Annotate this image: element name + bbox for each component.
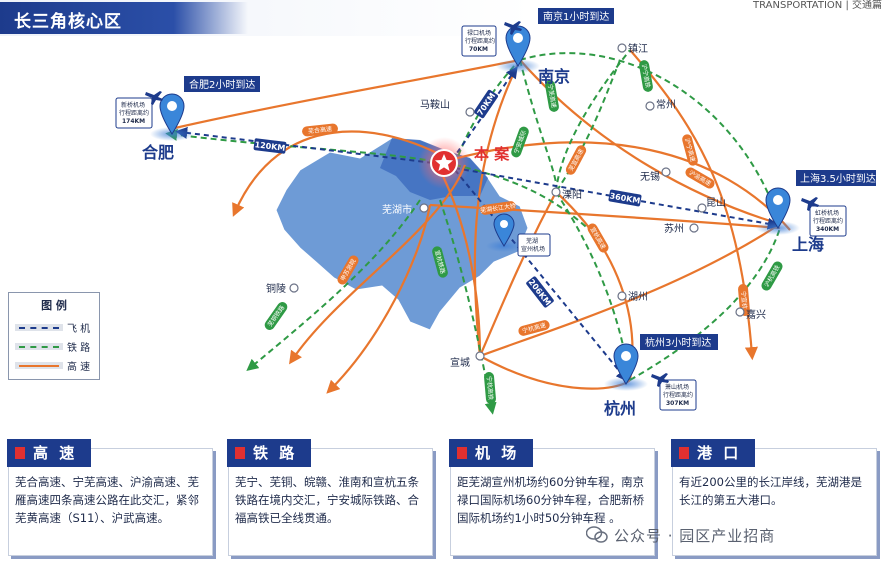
pin-hefei — [150, 93, 194, 141]
legend-item-road: 高 速 — [15, 357, 95, 373]
airport-box-hangzhou: 萧山机场 行程距离约 307KM — [659, 379, 697, 411]
callout-hefei: 合肥2小时到达 — [189, 78, 255, 91]
city-tongling: 铜陵 — [266, 283, 286, 295]
city-shanghai: 上海 — [792, 235, 824, 254]
svg-text:307KM: 307KM — [666, 400, 689, 407]
card-body: 芜合高速、宁芜高速、沪渝高速、芜雁高速四条高速公路在此交汇，紧邻芜黄高速（S11… — [15, 475, 199, 525]
svg-text:新桥机场: 新桥机场 — [121, 101, 145, 109]
svg-text:宁宣杭: 宁宣杭 — [739, 291, 749, 310]
svg-text:行程距离约: 行程距离约 — [813, 217, 843, 225]
city-liyang: 溧阳 — [562, 188, 582, 201]
svg-text:行程距离约: 行程距离约 — [663, 391, 693, 399]
legend-title: 图 例 — [41, 299, 67, 312]
svg-text:340KM: 340KM — [816, 226, 839, 233]
city-xuancheng: 宣城 — [450, 356, 470, 369]
airport-box-shanghai: 虹桥机场 行程距离约 340KM — [809, 205, 847, 237]
city-hangzhou: 杭州 — [604, 399, 636, 418]
callout-nanjing: 南京1小时到达 — [543, 10, 609, 23]
card-body: 有近200公里的长江岸线，芜湖港是长江的第五大港口。 — [679, 475, 862, 507]
legend-item-rail: 铁 路 — [15, 338, 95, 354]
svg-text:行程距离约: 行程距离约 — [465, 37, 495, 45]
pin-shanghai — [756, 187, 800, 235]
legend-item-air: 飞 机 — [15, 319, 95, 335]
plane-icon — [504, 21, 522, 35]
card-tag: 机 场 — [449, 439, 534, 467]
card-body: 距芜湖宣州机场约60分钟车程，南京禄口国际机场60分钟车程，合肥新桥国际机场约1… — [457, 475, 645, 525]
title-bar: 长三角核心区 — [0, 2, 248, 34]
airport-box-hefei: 新桥机场 行程距离约 174KM — [115, 97, 153, 129]
info-card-airport: 机 场 距芜湖宣州机场约60分钟车程，南京禄口国际机场60分钟车程，合肥新桥国际… — [449, 439, 655, 556]
watermark-text: 公众号 · 园区产业招商 — [614, 526, 776, 545]
svg-text:芜合高速: 芜合高速 — [308, 125, 333, 135]
svg-text:芜湖: 芜湖 — [526, 237, 538, 245]
pin-nanjing — [496, 25, 540, 73]
card-tag: 铁 路 — [227, 439, 312, 467]
card-body: 芜宁、芜铜、皖赣、淮南和宣杭五条铁路在境内交汇，宁安城际铁路、合福高铁已全线贯通… — [235, 475, 419, 525]
watermark: 公众号 · 园区产业招商 — [586, 522, 775, 548]
project-marker — [418, 137, 470, 189]
callout-shanghai: 上海3.5小时到达 — [800, 172, 876, 185]
plane-icon — [145, 91, 163, 105]
card-tag: 港 口 — [671, 439, 756, 467]
plane-icon — [651, 373, 669, 387]
city-jiaxing: 嘉兴 — [746, 308, 766, 321]
city-suzhou: 苏州 — [664, 222, 684, 235]
svg-text:宁安城际: 宁安城际 — [512, 129, 528, 154]
card-tag: 高 速 — [7, 439, 92, 467]
city-huzhou: 湖州 — [628, 291, 648, 303]
svg-text:70KM: 70KM — [469, 46, 488, 53]
svg-text:174KM: 174KM — [122, 118, 145, 125]
svg-text:萧山机场: 萧山机场 — [665, 383, 689, 391]
wechat-icon — [586, 526, 608, 543]
plane-icon — [801, 197, 819, 211]
info-card-highway: 高 速 芜合高速、宁芜高速、沪渝高速、芜雁高速四条高速公路在此交汇，紧邻芜黄高速… — [7, 439, 213, 556]
map-legend: 图 例 飞 机 铁 路 高 速 — [8, 292, 100, 380]
svg-text:宁杭高铁: 宁杭高铁 — [485, 376, 495, 401]
project-label: 本 案 — [474, 145, 510, 163]
callout-hangzhou: 杭州3小时到达 — [645, 336, 711, 349]
city-wuxi: 无锡 — [640, 170, 660, 183]
distance-hefei: 120KM — [254, 140, 286, 153]
pin-wuhu-airport — [486, 213, 522, 252]
pin-hangzhou — [604, 343, 648, 391]
corner-text: TRANSPORTATION | 交通篇 — [753, 0, 882, 11]
region-label-wuhu: 芜湖市 — [382, 203, 412, 216]
airport-box-nanjing: 禄口机场 行程距离约 70KM — [461, 25, 497, 57]
city-maanshan: 马鞍山 — [420, 98, 450, 111]
svg-text:宣州机场: 宣州机场 — [521, 245, 545, 253]
city-hefei: 合肥 — [142, 143, 174, 162]
page-title: 长三角核心区 — [14, 12, 122, 32]
info-card-railway: 铁 路 芜宁、芜铜、皖赣、淮南和宣杭五条铁路在境内交汇，宁安城际铁路、合福高铁已… — [227, 439, 433, 556]
city-zhenjiang: 镇江 — [628, 42, 648, 55]
airport-box-wuhu: 芜湖 宣州机场 — [517, 233, 551, 257]
city-changzhou: 常州 — [656, 98, 676, 111]
svg-text:虹桥机场: 虹桥机场 — [815, 209, 839, 217]
info-card-port: 港 口 有近200公里的长江岸线，芜湖港是长江的第五大港口。 — [671, 439, 877, 556]
city-kunshan: 昆山 — [706, 197, 726, 209]
city-nanjing: 南京 — [538, 67, 570, 86]
region-map: 70KM 120KM 360KM 206KM 芜合高速 宁安城际 宁芜高速 沪宁… — [115, 8, 876, 418]
svg-text:行程距离约: 行程距离约 — [119, 109, 149, 117]
svg-text:禄口机场: 禄口机场 — [467, 29, 491, 37]
